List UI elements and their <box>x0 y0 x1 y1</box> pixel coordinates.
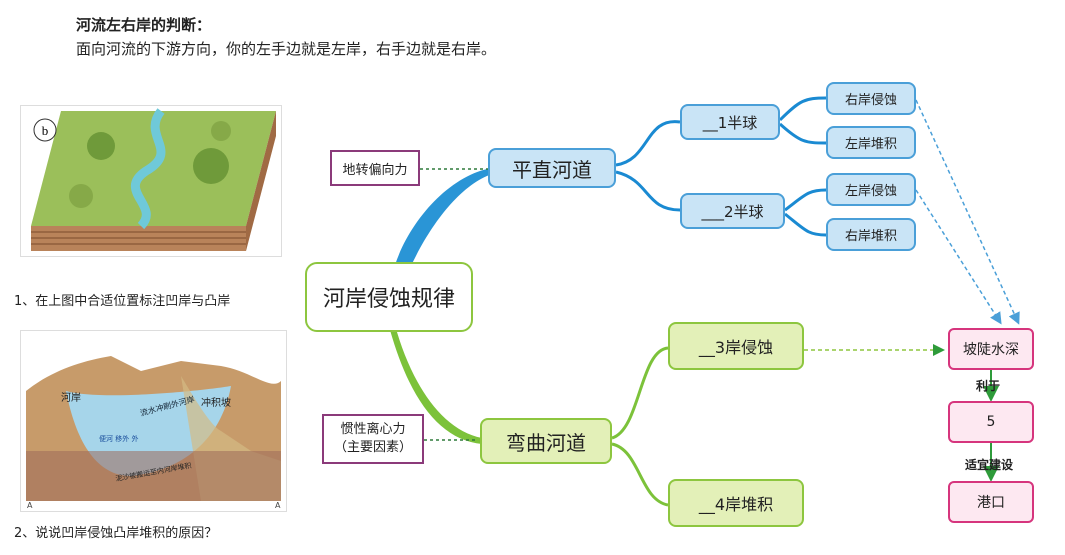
coriolis-cause-label: 地转偏向力 <box>342 162 408 178</box>
bank-4-deposit-node: __4岸堆积 <box>668 479 804 527</box>
valley-illustration: b <box>20 105 282 257</box>
h1-left-deposit: 左岸堆积 <box>826 126 916 159</box>
benefit-label: 利于 <box>976 379 1001 393</box>
centrifugal-cause-box: 惯性离心力 （主要因素） <box>322 414 424 464</box>
centrifugal-cause-label: 惯性离心力 <box>340 422 406 437</box>
bank-3-erosion-node: __3岸侵蚀 <box>668 322 804 370</box>
curved-river-node: 弯曲河道 <box>480 418 612 464</box>
h1-left-deposit-label: 左岸堆积 <box>844 137 897 152</box>
root-label: 河岸侵蚀规律 <box>322 287 455 312</box>
bank-rule-text: 面向河流的下游方向，你的左手边就是左岸，右手边就是右岸。 <box>76 40 497 58</box>
hemisphere-1-label: __1半球 <box>702 113 758 132</box>
steep-deep-node: 坡陡水深 <box>948 328 1034 370</box>
hemisphere-2-node: ___2半球 <box>680 193 785 229</box>
steep-deep-label: 坡陡水深 <box>963 342 1019 358</box>
coriolis-cause-box: 地转偏向力 <box>330 150 420 186</box>
curved-river-label: 弯曲河道 <box>506 430 586 455</box>
h1-right-erosion-label: 右岸侵蚀 <box>844 93 897 108</box>
corner-a-left: A <box>27 501 33 510</box>
hemisphere-1-node: __1半球 <box>680 104 780 140</box>
h2-right-deposit-label: 右岸堆积 <box>844 229 897 244</box>
bank-3-erosion-label: __3岸侵蚀 <box>698 338 774 357</box>
h2-left-erosion-label: 左岸侵蚀 <box>844 184 897 199</box>
meander-cross-section: 河岸 流水冲刷外河岸 冲积坡 泥沙被搬运至内河岸堆积 便河 移外 外 A A <box>20 330 287 512</box>
hemisphere-2-label: ___2半球 <box>701 202 764 221</box>
straight-river-node: 平直河道 <box>488 148 616 188</box>
label-riverbank: 河岸 <box>61 392 81 404</box>
label-deposit-slope: 冲积坡 <box>201 396 231 409</box>
port-label: 港口 <box>977 495 1005 511</box>
corner-a-right: A <box>275 501 281 510</box>
h2-right-deposit: 右岸堆积 <box>826 218 916 251</box>
page-title: 河流左右岸的判断： <box>76 16 212 34</box>
blank-5-label: 5 <box>986 414 996 430</box>
label-inner-flow: 便河 移外 外 <box>99 434 138 443</box>
caption-1: 1、在上图中合适位置标注凹岸与凸岸 <box>14 294 231 309</box>
image-label-b: b <box>42 123 49 138</box>
root-node: 河岸侵蚀规律 <box>305 262 473 332</box>
suitable-label: 适宜建设 <box>965 458 1014 472</box>
port-node: 港口 <box>948 481 1034 523</box>
caption-2: 2、说说凹岸侵蚀凸岸堆积的原因？ <box>14 526 218 541</box>
h1-right-erosion: 右岸侵蚀 <box>826 82 916 115</box>
straight-river-label: 平直河道 <box>512 157 592 182</box>
blank-5-node: 5 <box>948 401 1034 443</box>
bank-4-deposit-label: __4岸堆积 <box>698 495 774 514</box>
centrifugal-cause-note: （主要因素） <box>333 440 412 455</box>
h2-left-erosion: 左岸侵蚀 <box>826 173 916 206</box>
